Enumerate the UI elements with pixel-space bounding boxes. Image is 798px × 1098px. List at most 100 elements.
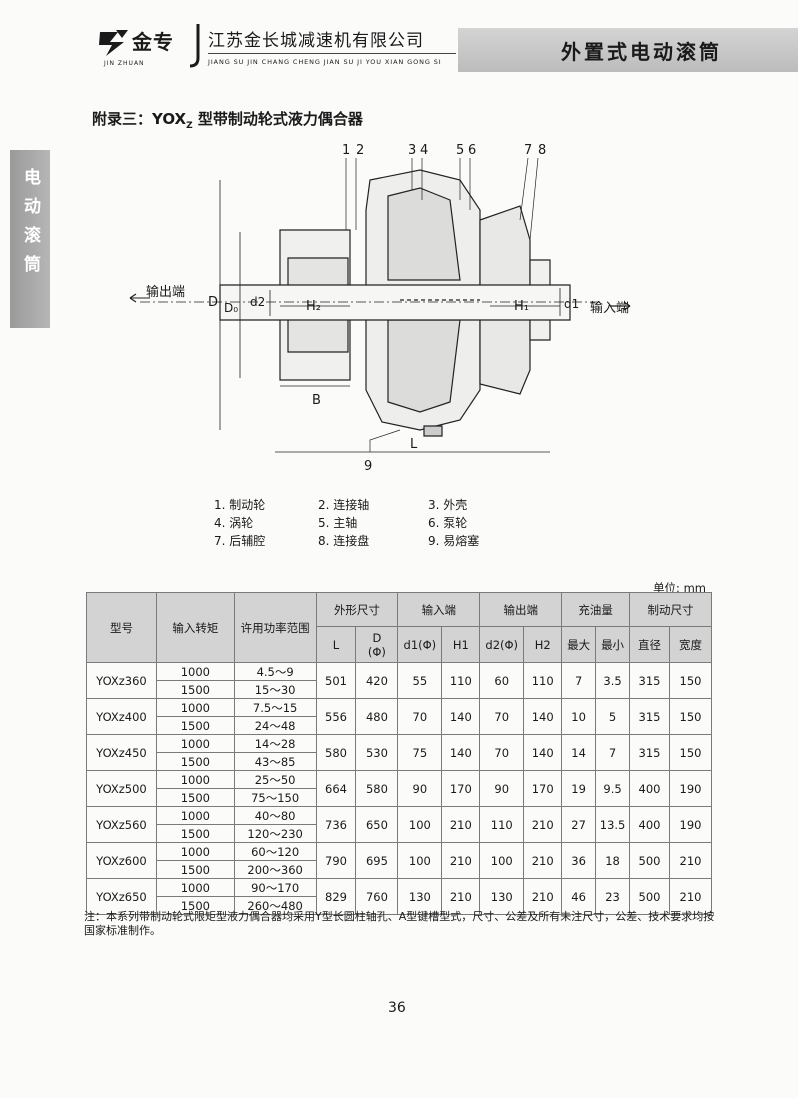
- table-cell: 90: [397, 770, 443, 807]
- legend-item: 2. 连接轴: [318, 498, 370, 512]
- table-cell: 75: [397, 734, 443, 771]
- table-cell: 75～150: [233, 788, 317, 807]
- table-cell: 1500: [155, 716, 235, 735]
- th-output: 输出端: [479, 592, 563, 627]
- table-cell: 210: [523, 878, 563, 915]
- table-cell: 120～230: [233, 824, 317, 843]
- legend-item: 8. 连接盘: [318, 534, 370, 548]
- callout-5: 5: [456, 143, 464, 158]
- table-cell: 7: [595, 734, 631, 771]
- table-cell: 1500: [155, 824, 235, 843]
- table-cell: 130: [479, 878, 525, 915]
- table-cell: 60～120: [233, 842, 317, 861]
- callout-2: 2: [356, 143, 364, 158]
- dim-H2: H₂: [306, 299, 321, 314]
- spec-table: 型号 输入转矩 许用功率范围 外形尺寸 输入端 输出端 充油量 制动尺寸 L D…: [86, 592, 713, 915]
- table-cell: YOXz450: [86, 734, 157, 771]
- table-cell: 5: [595, 698, 631, 735]
- legend-item: 6. 泵轮: [428, 516, 468, 530]
- callout-4: 4: [420, 143, 428, 158]
- side-tab-label: 电动滚筒: [20, 168, 40, 284]
- table-cell: 110: [479, 806, 525, 843]
- table-cell: 100: [479, 842, 525, 879]
- logo-subtext: JIN ZHUAN: [104, 60, 145, 67]
- table-cell: 650: [355, 806, 399, 843]
- th-H1: H1: [441, 626, 481, 663]
- table-cell: 4.5～9: [233, 662, 317, 681]
- table-cell: 1500: [155, 896, 235, 915]
- table-cell: YOXz400: [86, 698, 157, 735]
- table-cell: 90～170: [233, 878, 317, 897]
- th-D-phi: (Φ): [367, 644, 386, 659]
- table-cell: 15～30: [233, 680, 317, 699]
- table-cell: 1000: [155, 770, 235, 789]
- logo-text: 金专: [132, 30, 174, 54]
- table-cell: 400: [629, 770, 670, 807]
- callout-6: 6: [468, 143, 476, 158]
- table-cell: 420: [355, 662, 399, 699]
- table-cell: 760: [355, 878, 399, 915]
- product-title: 外置式电动滚筒: [561, 40, 722, 64]
- table-cell: 110: [523, 662, 563, 699]
- table-cell: 580: [355, 770, 399, 807]
- table-cell: 260～480: [233, 896, 317, 915]
- dim-D: D: [208, 295, 218, 310]
- table-cell: 140: [441, 698, 481, 735]
- table-cell: 100: [397, 842, 443, 879]
- table-cell: 736: [315, 806, 357, 843]
- table-cell: 500: [629, 842, 670, 879]
- table-cell: 140: [441, 734, 481, 771]
- dim-d1: d1: [564, 297, 579, 311]
- table-cell: 530: [355, 734, 399, 771]
- table-cell: 27: [561, 806, 597, 843]
- table-cell: 18: [595, 842, 631, 879]
- callout-8: 8: [538, 143, 546, 158]
- th-D: D(Φ): [355, 626, 399, 663]
- legend-item: 1. 制动轮: [214, 498, 266, 512]
- table-cell: 24～48: [233, 716, 317, 735]
- appendix-suffix: 型带制动轮式液力偶合器: [192, 110, 363, 128]
- table-cell: 100: [397, 806, 443, 843]
- table-cell: 190: [668, 770, 713, 807]
- table-cell: 664: [315, 770, 357, 807]
- table-cell: 1500: [155, 860, 235, 879]
- table-cell: YOXz650: [86, 878, 157, 915]
- table-cell: 1000: [155, 878, 235, 897]
- table-cell: 210: [668, 878, 713, 915]
- table-cell: 150: [668, 698, 713, 735]
- table-cell: 210: [523, 842, 563, 879]
- header-band: [458, 28, 798, 72]
- table-cell: 40～80: [233, 806, 317, 825]
- table-cell: 150: [668, 662, 713, 699]
- table-cell: 36: [561, 842, 597, 879]
- table-cell: 23: [595, 878, 631, 915]
- th-oil: 充油量: [561, 592, 631, 627]
- table-cell: 790: [315, 842, 357, 879]
- table-cell: 170: [523, 770, 563, 807]
- table-cell: 210: [441, 806, 481, 843]
- appendix-title: 附录三：YOXZ 型带制动轮式液力偶合器: [92, 108, 363, 131]
- coupling-drawing: 1 2 3 4 5 6 7 8 9 输出端 输入端 D D₀ d2 H₂ H₁ …: [129, 143, 631, 474]
- th-outline: 外形尺寸: [315, 592, 399, 627]
- table-cell: 70: [479, 698, 525, 735]
- table-cell: 315: [629, 734, 670, 771]
- table-cell: 190: [668, 806, 713, 843]
- table-cell: 14: [561, 734, 597, 771]
- table-cell: 60: [479, 662, 525, 699]
- table-cell: 70: [397, 698, 443, 735]
- legend-item: 5. 主轴: [318, 516, 358, 530]
- table-cell: 130: [397, 878, 443, 915]
- table-cell: 70: [479, 734, 525, 771]
- callout-9: 9: [364, 459, 372, 474]
- company-logo-icon: [99, 30, 128, 56]
- th-oil-min: 最小: [595, 626, 631, 663]
- table-cell: 480: [355, 698, 399, 735]
- company-name: 江苏金长城减速机有限公司: [208, 31, 424, 51]
- table-cell: 150: [668, 734, 713, 771]
